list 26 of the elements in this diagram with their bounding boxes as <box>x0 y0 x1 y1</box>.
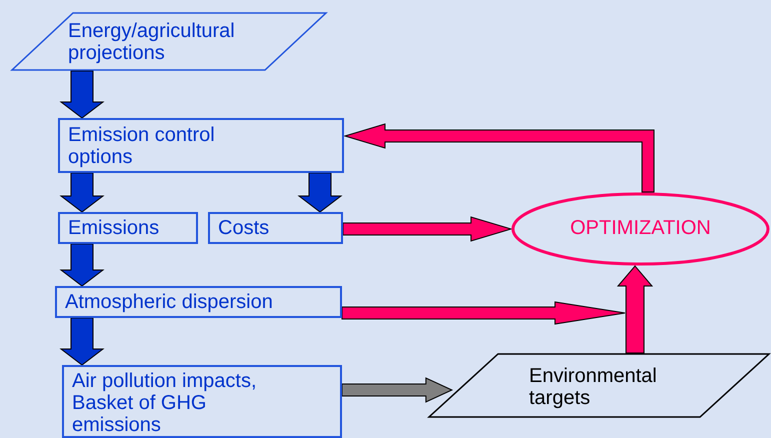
block-arrow <box>298 172 342 213</box>
node-label: Atmospheric dispersion <box>65 291 274 313</box>
node-label: Emissions <box>68 217 160 239</box>
input-parallelogram <box>11 12 327 71</box>
process-box <box>58 118 344 173</box>
node-label: Environmental targets <box>529 365 658 409</box>
process-box <box>208 212 343 244</box>
process-box <box>58 212 198 244</box>
process-box <box>62 365 342 438</box>
block-arrow <box>60 172 104 213</box>
block-arrow <box>60 318 104 366</box>
node-label: Costs <box>218 217 270 239</box>
node-label: Energy/agricultural projections <box>68 20 236 64</box>
optimization-ellipse <box>511 192 770 266</box>
node-label: Air pollution impacts, Basket of GHG emissions <box>72 370 258 436</box>
block-arrow <box>616 265 654 354</box>
block-arrow <box>342 377 454 403</box>
block-arrow <box>60 70 104 119</box>
block-arrow <box>343 123 654 192</box>
node-label: OPTIMIZATION <box>569 217 712 239</box>
node-label: Emission control options <box>68 124 216 168</box>
block-arrow <box>342 301 626 325</box>
process-box <box>55 286 342 318</box>
block-arrow <box>60 244 104 287</box>
block-arrow <box>342 216 513 242</box>
target-parallelogram <box>428 353 770 418</box>
